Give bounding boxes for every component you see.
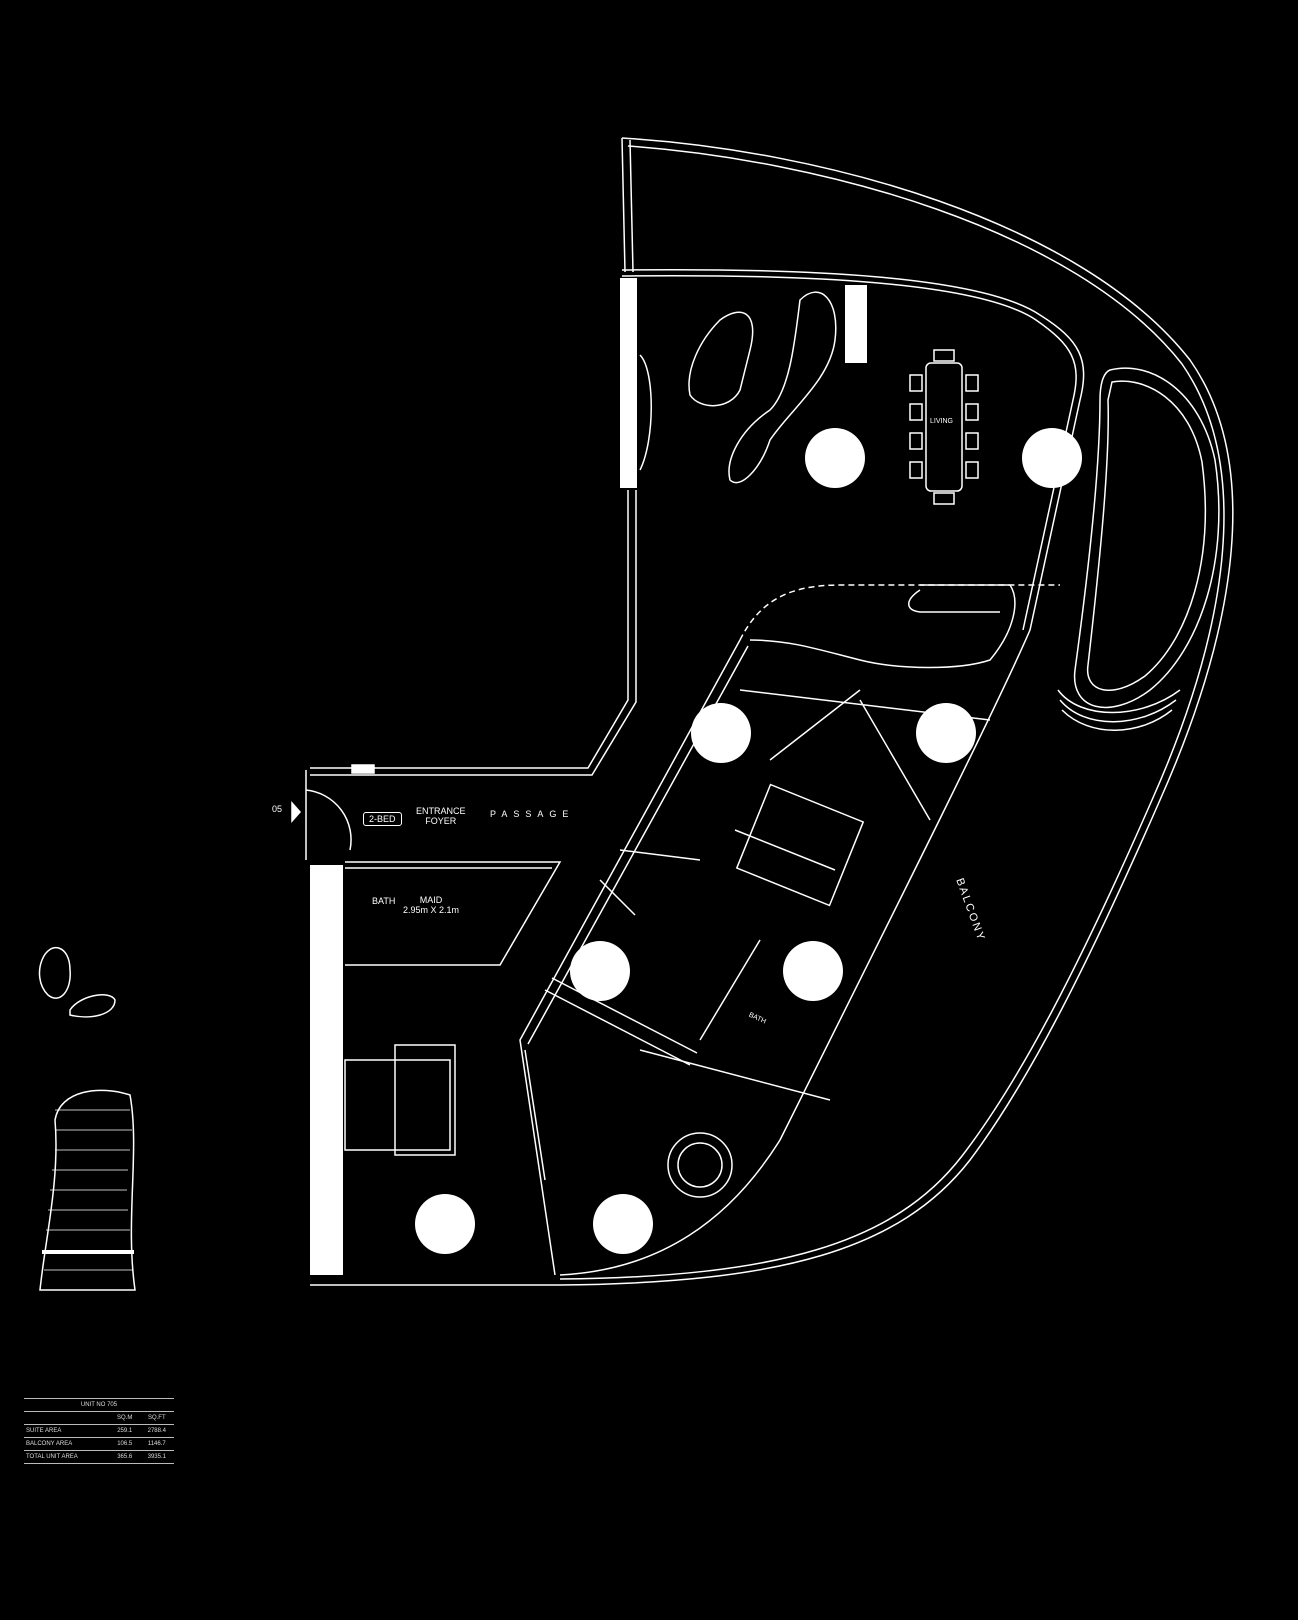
unit-type-tag: 2-BED — [363, 812, 402, 826]
balcony-outer-edge — [310, 137, 1234, 1286]
area-table-header — [24, 1411, 110, 1425]
column — [570, 941, 630, 1001]
maid-room-label: MAID 2.95m X 2.1m — [403, 895, 459, 915]
key-plan-tower — [38, 946, 116, 1018]
area-sqft: 3935.1 — [139, 1450, 174, 1464]
maid-room-size: 2.95m X 2.1m — [403, 905, 460, 915]
table-row: SUITE AREA 259.1 2788.4 — [24, 1424, 174, 1438]
building-elevation — [39, 1089, 136, 1291]
door-number: 05 — [272, 804, 283, 814]
sofa — [728, 291, 837, 484]
planter — [1073, 367, 1220, 709]
bed-second — [344, 1059, 451, 1151]
maid-room-name: MAID — [419, 895, 443, 905]
column — [916, 703, 976, 763]
column — [805, 428, 865, 488]
area-table-header: SQ.M — [109, 1411, 140, 1425]
living-label: LIVING — [930, 418, 953, 425]
area-sqm: 106.5 — [109, 1437, 140, 1451]
dining-chairs — [909, 349, 979, 505]
column — [593, 1194, 653, 1254]
table-row: BALCONY AREA 106.5 1146.7 — [24, 1437, 174, 1451]
table-row: TOTAL UNIT AREA 365.6 3935.1 — [24, 1450, 174, 1464]
facade-line-2 — [621, 274, 1077, 631]
foyer-wall — [345, 861, 562, 966]
elevation-highlight-floor — [42, 1250, 134, 1254]
elevation-floor-lines — [44, 1109, 133, 1271]
bathtub-inner — [677, 1142, 723, 1188]
column — [691, 703, 751, 763]
area-table-title: UNIT NO 705 — [24, 1398, 174, 1412]
area-name: TOTAL UNIT AREA — [24, 1450, 110, 1464]
entrance-foyer-line1: ENTRANCE — [416, 806, 466, 816]
area-name: BALCONY AREA — [24, 1437, 110, 1451]
structural-wall — [620, 278, 637, 488]
area-sqm: 365.6 — [109, 1450, 140, 1464]
column — [1022, 428, 1082, 488]
area-sqft: 2788.4 — [139, 1424, 174, 1438]
structural-wall — [845, 285, 867, 363]
balcony-outer-edge-inner-line — [559, 145, 1225, 1280]
structural-wall — [310, 865, 343, 1275]
wall-segment — [351, 764, 375, 774]
entrance-door — [305, 770, 352, 860]
area-sqft: 1146.7 — [139, 1437, 174, 1451]
kitchen-island — [749, 584, 1016, 669]
bedroom-wing-outline — [739, 584, 1060, 641]
entrance-foyer-label: ENTRANCE FOYER — [416, 806, 466, 826]
passage-wall — [310, 490, 637, 776]
area-name: SUITE AREA — [24, 1424, 110, 1438]
balcony-left-edge — [621, 137, 634, 273]
lounge-chair — [688, 311, 754, 407]
facade-line — [559, 268, 1085, 1276]
column — [783, 941, 843, 1001]
bed-master — [735, 783, 865, 907]
area-table: UNIT NO 705 SQ.M SQ.FT SUITE AREA 259.1 … — [24, 1398, 174, 1464]
area-table-header: SQ.FT — [139, 1411, 174, 1425]
console — [639, 354, 652, 471]
wardrobe — [524, 879, 698, 1181]
passage-label: PASSAGE — [490, 809, 575, 819]
area-sqm: 259.1 — [109, 1424, 140, 1438]
bathtub — [667, 1132, 733, 1198]
bed-second-frame — [394, 1044, 456, 1156]
interior-walls — [619, 689, 991, 1101]
maid-bath-label: BATH — [372, 896, 396, 906]
entrance-foyer-line2: FOYER — [425, 816, 457, 826]
entrance-arrow — [291, 801, 302, 823]
columns — [415, 428, 1082, 1254]
column — [415, 1194, 475, 1254]
planter-inner-2 — [1057, 689, 1181, 731]
planter-inner — [1086, 380, 1207, 692]
dining-table — [925, 362, 963, 492]
